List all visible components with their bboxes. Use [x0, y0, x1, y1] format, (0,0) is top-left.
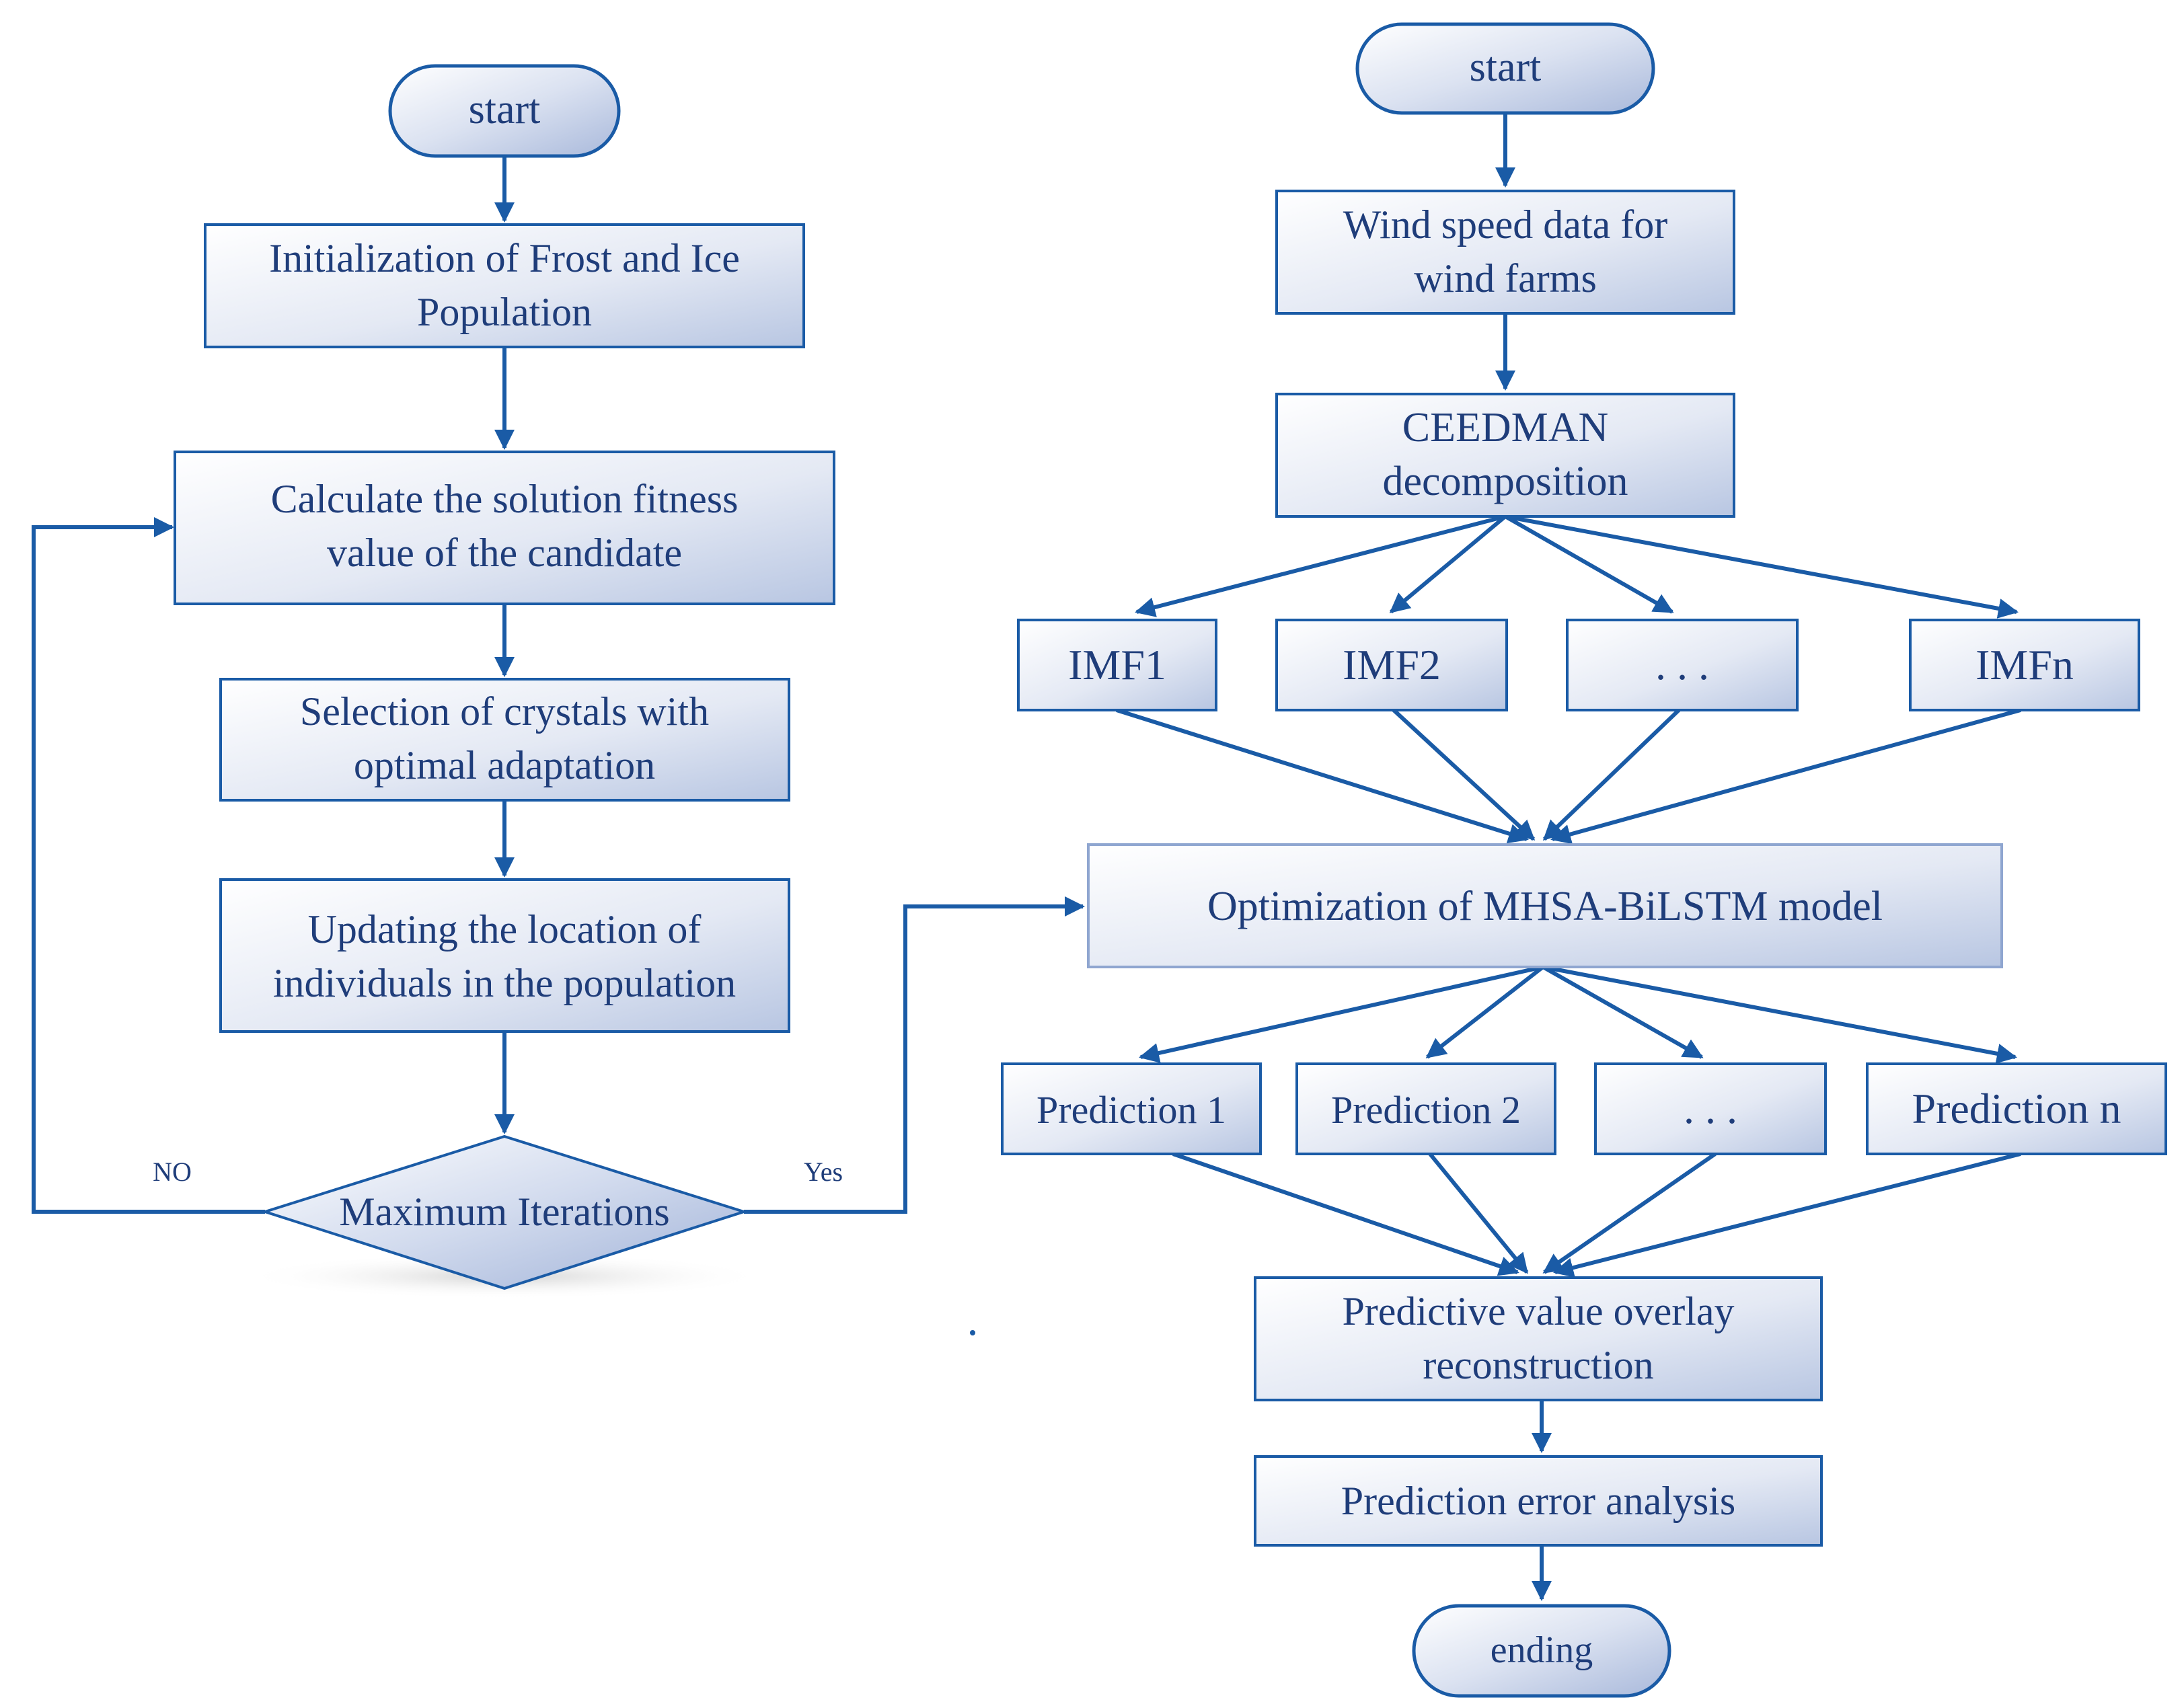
ending-label: ending: [1491, 1629, 1593, 1671]
ceed-line1: CEEDMAN: [1402, 405, 1609, 451]
overlay-line2: reconstruction: [1423, 1343, 1653, 1387]
calc-line1: Calculate the solution fitness: [271, 477, 739, 521]
optimization-label: Optimization of MHSA-BiLSTM model: [1207, 884, 1883, 929]
wind-speed-box: Wind speed data for wind farms: [1275, 190, 1735, 315]
arrow-imf1-to-opt: [1116, 708, 1529, 844]
left-start-label: start: [469, 87, 541, 132]
right-start-label: start: [1470, 44, 1542, 90]
imf-dots-box: . . .: [1566, 619, 1799, 711]
ceed-line2: decomposition: [1382, 459, 1628, 504]
select-line1: Selection of crystals with: [300, 689, 709, 734]
prediction2-box: Prediction 2: [1295, 1062, 1556, 1155]
ceedman-box: CEEDMAN decomposition: [1275, 393, 1735, 518]
arrow-imf2-to-opt: [1392, 708, 1536, 841]
imf2-label: IMF2: [1343, 641, 1441, 689]
arrow-no-loop: [32, 517, 265, 1214]
imf2-box: IMF2: [1275, 619, 1508, 711]
wind-line2: wind farms: [1414, 256, 1597, 301]
arrow-imf-dots-to-opt: [1542, 708, 1681, 841]
overlay-reconstruction-box: Predictive value overlay reconstruction: [1254, 1276, 1823, 1401]
arrow-opt-to-pred2: [1425, 965, 1544, 1059]
ending-terminal: ending: [1412, 1604, 1671, 1698]
overlay-line1: Predictive value overlay: [1342, 1289, 1734, 1333]
update-line2: individuals in the population: [273, 961, 736, 1005]
calculate-fitness-box: Calculate the solution fitness value of …: [174, 451, 835, 605]
error-analysis-box: Prediction error analysis: [1254, 1455, 1823, 1547]
imf1-label: IMF1: [1068, 641, 1166, 689]
init-line2: Population: [417, 290, 592, 334]
arrow-pred1-to-overlay: [1172, 1152, 1519, 1276]
prediction-dots-box: . . .: [1594, 1062, 1827, 1155]
decision-label: Maximum Iterations: [339, 1190, 670, 1234]
pred2-label: Prediction 2: [1331, 1088, 1521, 1132]
select-line2: optimal adaptation: [354, 743, 655, 787]
imfn-label: IMFn: [1975, 641, 2074, 689]
yes-label: Yes: [804, 1157, 843, 1187]
no-label: NO: [153, 1157, 192, 1187]
right-flow-connectors: [1116, 113, 2021, 1601]
left-start-terminal: start: [388, 64, 621, 158]
prediction1-box: Prediction 1: [1001, 1062, 1262, 1155]
predictionn-box: Prediction n: [1866, 1062, 2167, 1155]
selection-box: Selection of crystals with optimal adapt…: [219, 678, 790, 802]
optimization-box: Optimization of MHSA-BiLSTM model: [1087, 843, 2003, 968]
arrow-opt-to-pred1: [1139, 965, 1544, 1063]
arrow-pred-dots-to-overlay: [1542, 1152, 1717, 1274]
left-flow: [32, 156, 1085, 1214]
error-label: Prediction error analysis: [1341, 1479, 1736, 1523]
arrow-opt-to-predn: [1542, 965, 2017, 1064]
stray-dot: [970, 1330, 975, 1335]
arrow-predn-to-overlay: [1553, 1152, 2021, 1278]
predn-label: Prediction n: [1912, 1085, 2121, 1132]
arrow-ceed-to-imfn: [1505, 514, 2019, 619]
imf-dots-label: . . .: [1655, 641, 1709, 689]
imfn-box: IMFn: [1909, 619, 2140, 711]
pred1-label: Prediction 1: [1037, 1088, 1226, 1132]
pred-dots-label: . . .: [1684, 1085, 1737, 1132]
arrow-ceed-to-imf-dots: [1504, 514, 1674, 614]
calc-line2: value of the candidate: [327, 531, 682, 575]
arrow-yes-to-optimization: [744, 896, 1085, 1214]
init-population-box: Initialization of Frost and Ice Populati…: [204, 223, 805, 348]
imf1-box: IMF1: [1017, 619, 1217, 711]
arrow-ceed-to-imf1: [1135, 514, 1506, 617]
update-location-box: Updating the location of individuals in …: [219, 878, 790, 1033]
right-start-terminal: start: [1355, 22, 1655, 115]
max-iterations-decision: Maximum Iterations: [242, 1134, 767, 1299]
arrow-opt-to-pred-dots: [1542, 965, 1704, 1059]
arrow-pred2-to-overlay: [1428, 1153, 1529, 1274]
arrow-ceed-to-imf2: [1389, 514, 1507, 614]
arrow-imfn-to-opt: [1550, 708, 2021, 845]
init-line1: Initialization of Frost and Ice: [269, 236, 740, 280]
update-line1: Updating the location of: [308, 907, 702, 952]
wind-line1: Wind speed data for: [1343, 202, 1667, 247]
